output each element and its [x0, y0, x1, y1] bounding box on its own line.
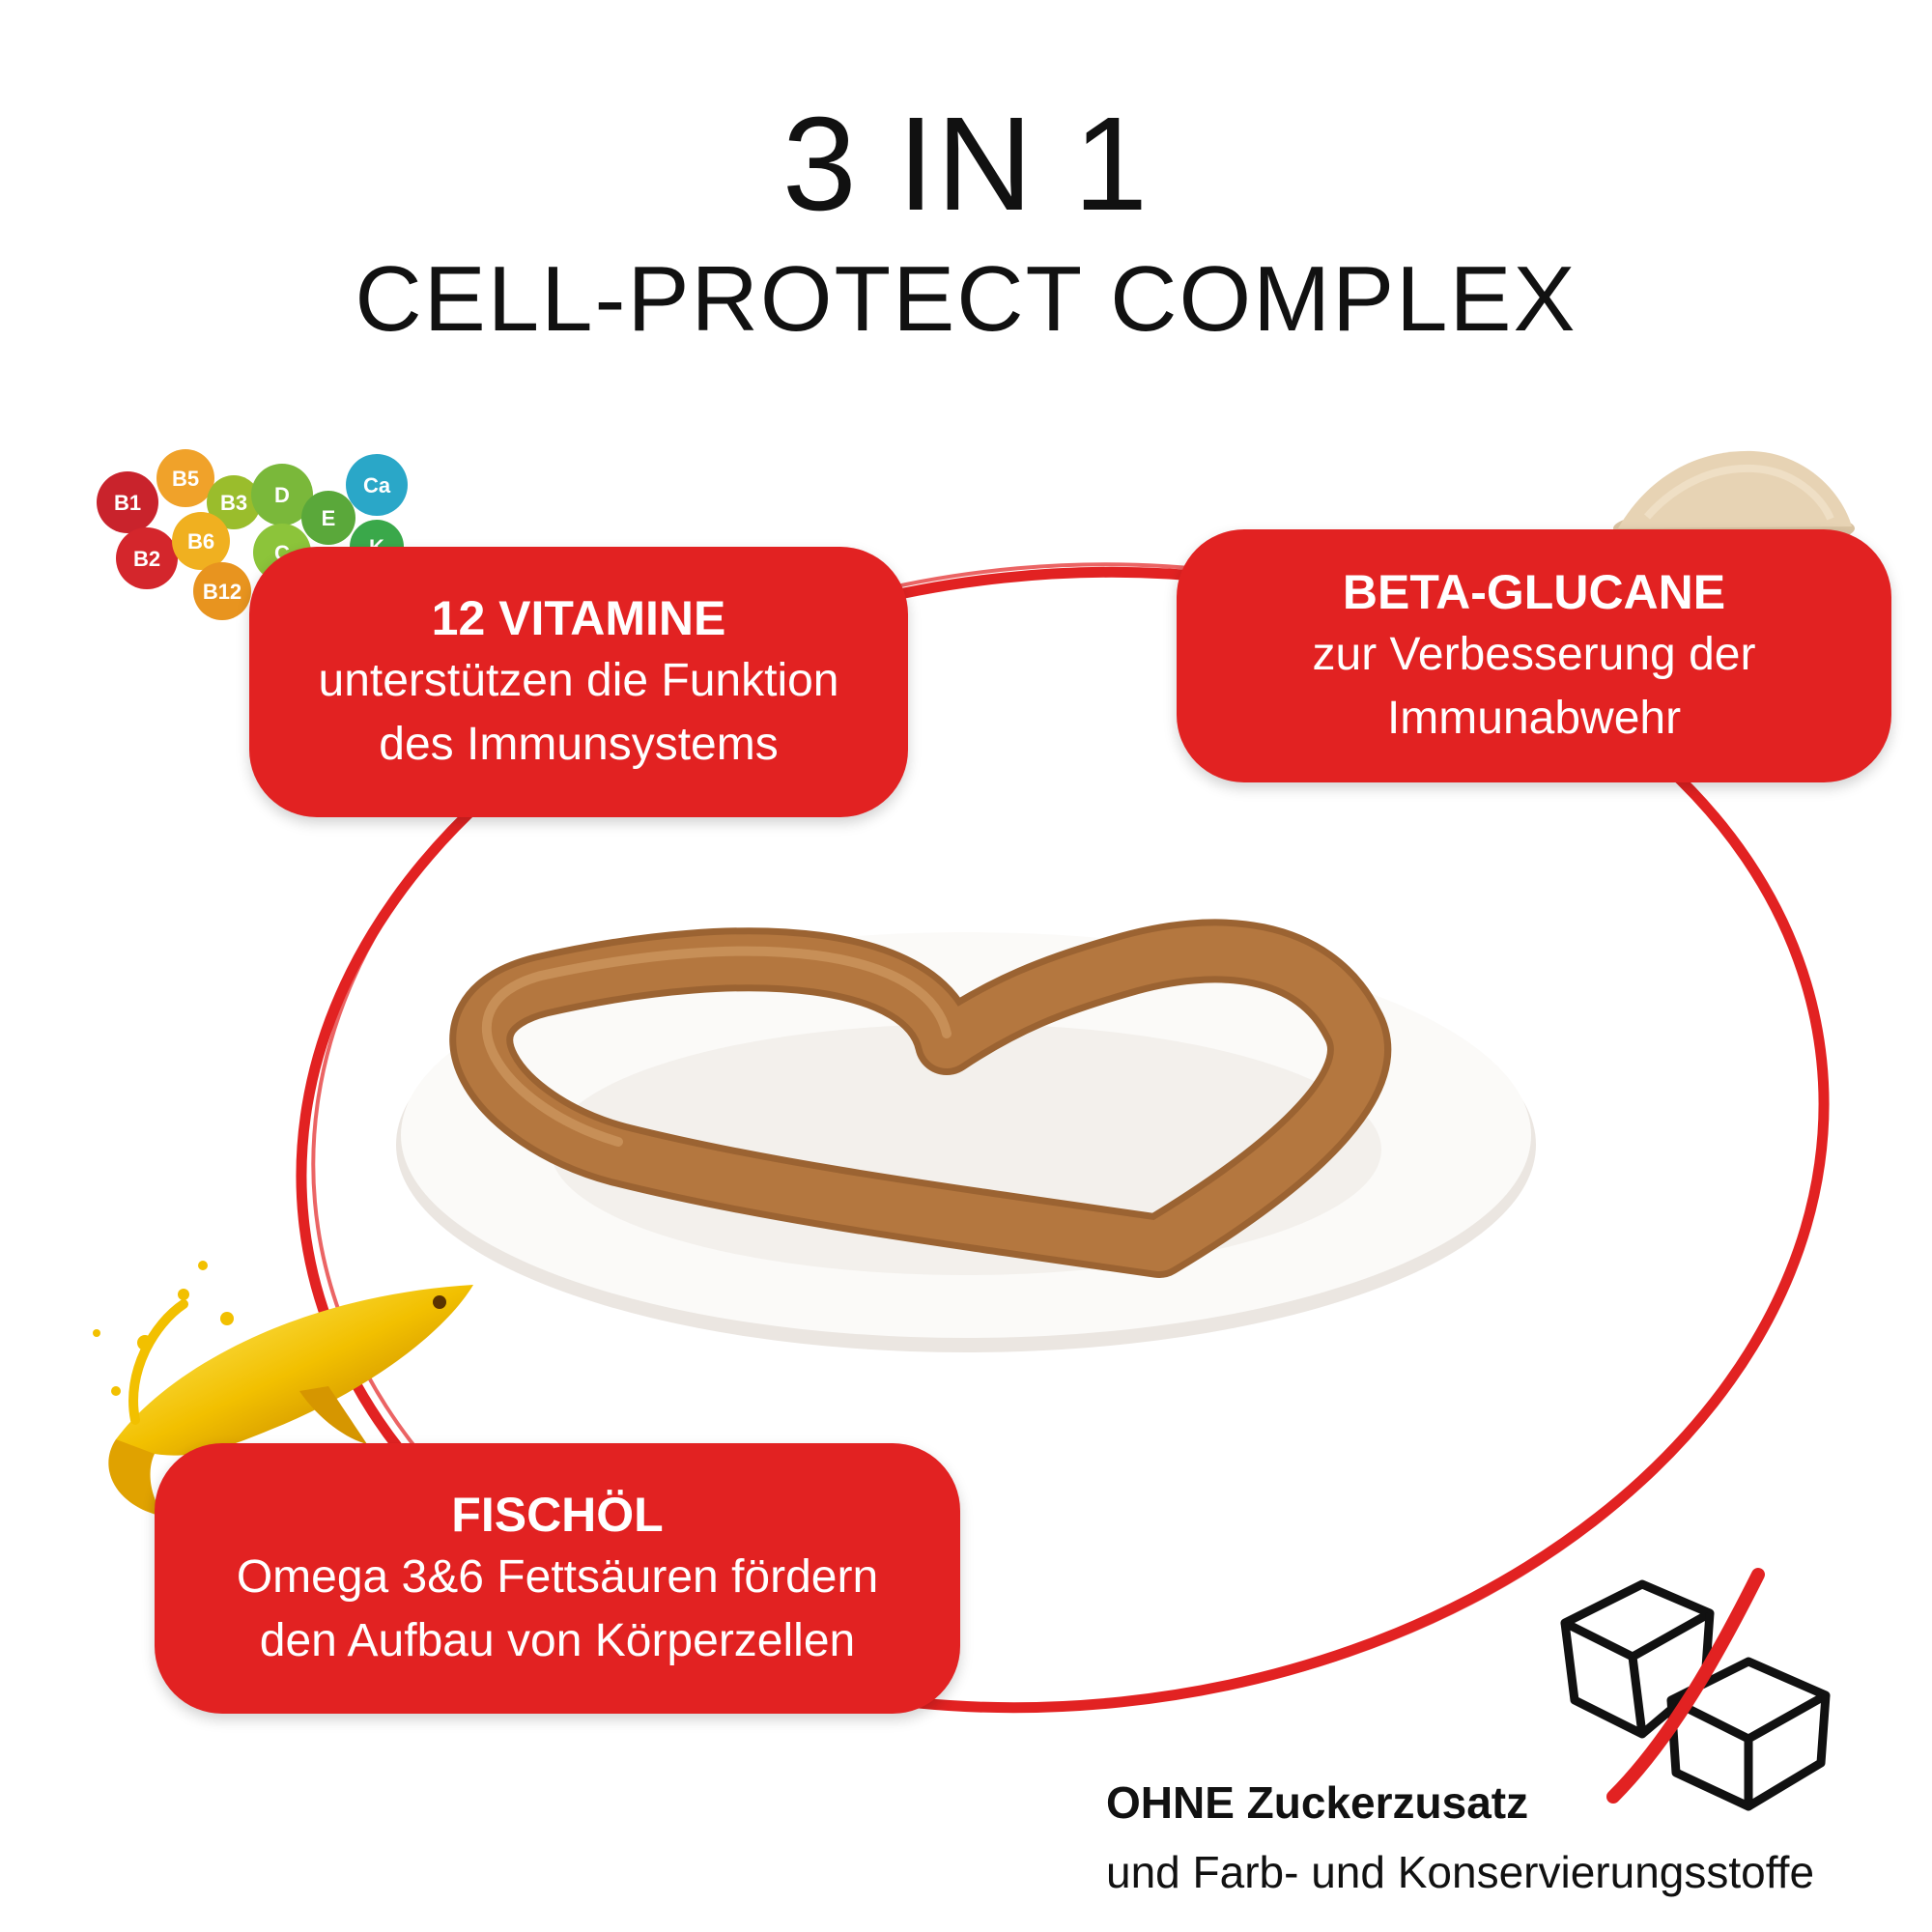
- svg-text:D: D: [274, 483, 290, 507]
- feature-heading: FISCHÖL: [451, 1488, 664, 1542]
- feature-text-line: unterstützen die Funktion: [318, 655, 839, 706]
- feature-text-line: Immunabwehr: [1386, 693, 1682, 744]
- svg-text:B1: B1: [114, 491, 141, 515]
- sugar-free-note: OHNE Zuckerzusatz und Farb- und Konservi…: [1106, 1768, 1814, 1907]
- crossed-sugar-cubes-icon: [1560, 1568, 1831, 1811]
- feature-text-line: des Immunsystems: [379, 719, 779, 770]
- svg-text:B3: B3: [220, 491, 247, 515]
- feature-card-fischoel: FISCHÖL Omega 3&6 Fettsäuren fördern den…: [155, 1443, 960, 1714]
- svg-text:B6: B6: [187, 529, 214, 554]
- feature-heading: BETA-GLUCANE: [1342, 565, 1726, 619]
- svg-text:B12: B12: [203, 580, 242, 604]
- fish-oil-icon: [93, 1261, 473, 1517]
- svg-text:B2: B2: [133, 547, 160, 571]
- feature-text-line: Omega 3&6 Fettsäuren fördern: [236, 1551, 879, 1603]
- page-subtitle: CELL-PROTECT COMPLEX: [355, 247, 1577, 351]
- svg-text:B5: B5: [172, 467, 199, 491]
- svg-text:E: E: [322, 506, 336, 530]
- feature-text-line: den Aufbau von Körperzellen: [259, 1615, 856, 1666]
- svg-text:Ca: Ca: [363, 473, 391, 497]
- feature-text-line: zur Verbesserung der: [1312, 629, 1756, 680]
- plate-with-heart-image: [396, 919, 1536, 1352]
- feature-heading: 12 VITAMINE: [431, 591, 726, 645]
- sugar-free-subline: und Farb- und Konservierungsstoffe: [1106, 1847, 1815, 1897]
- page-title: 3 IN 1: [781, 90, 1151, 239]
- feature-card-vitamine: 12 VITAMINE unterstützen die Funktion de…: [249, 547, 908, 817]
- feature-card-beta-glucane: BETA-GLUCANE zur Verbesserung der Immuna…: [1177, 529, 1891, 782]
- sugar-free-headline: OHNE Zuckerzusatz: [1106, 1777, 1529, 1828]
